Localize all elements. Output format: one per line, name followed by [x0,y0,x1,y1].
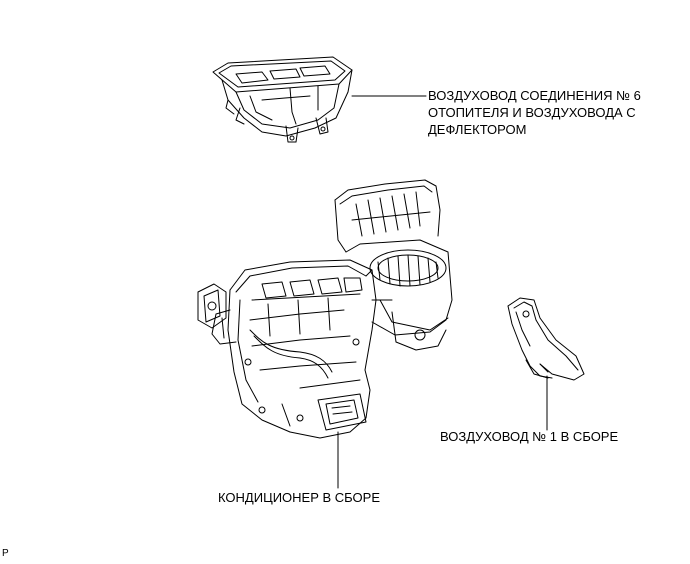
label-air-duct-no1: ВОЗДУХОВОД № 1 В СБОРЕ [440,429,619,444]
label-duct6-line-1: ВОЗДУХОВОД СОЕДИНЕНИЯ № 6 [428,88,641,103]
label-air-conditioner-assembly: КОНДИЦИОНЕР В СБОРЕ [218,490,380,505]
label-duct6-line-2: ОТОПИТЕЛЯ И ВОЗДУХОВОДА С [428,105,636,120]
air-duct-no1 [507,297,585,381]
label-heater-to-register-duct-no6: ВОЗДУХОВОД СОЕДИНЕНИЯ № 6 ОТОПИТЕЛЯ И ВО… [428,87,641,138]
leader-lines [337,95,548,489]
air-conditioner-assembly [197,179,453,439]
heater-to-register-duct-no6 [212,56,353,143]
illustration-code: P [2,548,9,559]
label-duct6-line-3: ДЕФЛЕКТОРОМ [428,122,527,137]
